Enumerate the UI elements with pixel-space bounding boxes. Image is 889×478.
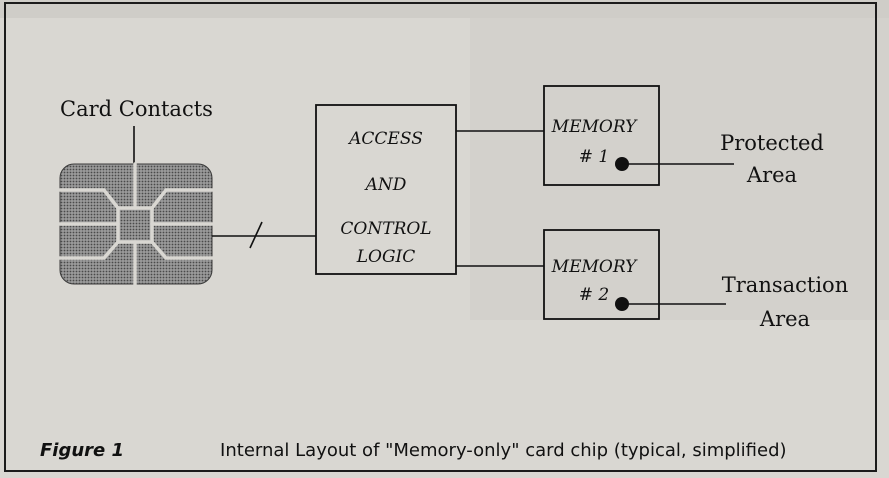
svg-text:Area: Area <box>746 163 797 187</box>
svg-text:AND: AND <box>364 175 407 195</box>
svg-text:Area: Area <box>759 307 810 331</box>
access-control-logic-box: ACCESS AND CONTROL LOGIC <box>315 104 457 275</box>
svg-text:# 1: # 1 <box>579 147 609 167</box>
svg-text:CONTROL: CONTROL <box>340 219 431 239</box>
svg-text:Protected: Protected <box>720 131 824 155</box>
figure-caption: Figure 1 Internal Layout of "Memory-only"… <box>40 440 880 461</box>
memory-2-box: MEMORY # 2 <box>543 229 726 320</box>
chip-contact-pad <box>58 162 214 286</box>
figure-frame <box>4 2 877 472</box>
svg-text:Transaction: Transaction <box>722 273 848 297</box>
caption-text: Internal Layout of "Memory-only" card ch… <box>220 440 787 461</box>
svg-text:ACCESS: ACCESS <box>347 129 423 149</box>
transaction-area-label: Transaction Area <box>722 273 848 331</box>
card-contacts-label: Card Contacts <box>60 97 213 121</box>
svg-text:# 2: # 2 <box>579 285 609 305</box>
svg-text:MEMORY: MEMORY <box>551 257 638 277</box>
figure-label: Figure 1 <box>40 440 125 461</box>
svg-text:MEMORY: MEMORY <box>551 117 638 137</box>
bus-slash <box>249 221 263 249</box>
svg-text:LOGIC: LOGIC <box>356 247 416 267</box>
memory-1-box: MEMORY # 1 <box>543 85 734 186</box>
protected-area-label: Protected Area <box>720 131 824 187</box>
